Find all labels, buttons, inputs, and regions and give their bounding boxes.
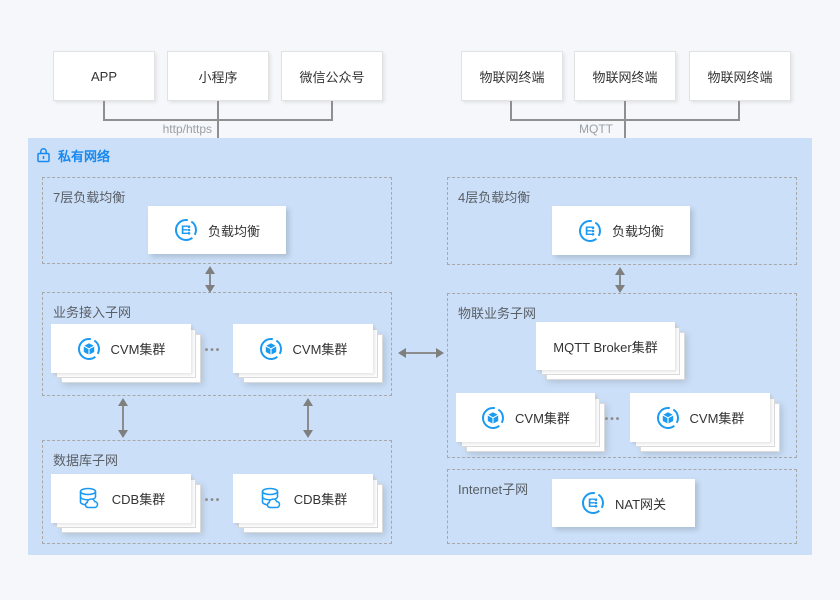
ellipsis: •••: [204, 345, 222, 356]
connector-line: [510, 101, 512, 120]
node-label: CDB集群: [111, 492, 166, 507]
node-label: 负载均衡: [611, 224, 664, 239]
connector-line: [738, 101, 740, 120]
section-title: 7层负载均衡: [53, 190, 126, 205]
double-arrow-vertical: [615, 267, 625, 293]
client-box-app: APP: [53, 51, 155, 101]
section-title: 业务接入子网: [53, 305, 132, 320]
nat-gateway-icon: E: [581, 491, 605, 515]
section-iot-subnet: 物联业务子网: [447, 293, 797, 458]
client-box-iot-terminal-2: 物联网终端: [574, 51, 676, 101]
node-label: CVM集群: [689, 411, 745, 426]
cdb-icon: [77, 486, 102, 511]
svg-text:E: E: [585, 226, 593, 238]
cvm-icon: [656, 406, 680, 430]
clb-icon: E: [578, 219, 602, 243]
vpc-label-text: 私有网络: [58, 148, 111, 164]
protocol-label-mqtt: MQTT: [579, 122, 613, 136]
node-cvm-cluster-4: CVM集群: [630, 393, 770, 442]
client-box-miniprogram: 小程序: [167, 51, 269, 101]
section-l7-lb: 7层负载均衡: [42, 177, 392, 264]
cvm-icon: [259, 337, 283, 361]
section-l4-lb: 4层负载均衡: [447, 177, 797, 265]
connector-line: [331, 101, 333, 120]
node-label: CDB集群: [293, 492, 348, 507]
double-arrow-vertical: [205, 266, 215, 293]
double-arrow-vertical: [303, 398, 313, 438]
ellipsis: •••: [604, 414, 622, 425]
node-mqtt-broker-cluster: MQTT Broker集群: [536, 322, 675, 370]
node-label: CVM集群: [110, 342, 166, 357]
section-access-subnet: 业务接入子网: [42, 292, 392, 396]
node-cvm-cluster-3: CVM集群: [456, 393, 595, 442]
cvm-icon: [77, 337, 101, 361]
cdb-icon: [259, 486, 284, 511]
vpc-label: 私有网络: [36, 146, 110, 164]
double-arrow-vertical: [118, 398, 128, 438]
double-arrow-horizontal: [398, 348, 444, 358]
section-title: Internet子网: [458, 482, 529, 497]
section-title: 4层负载均衡: [458, 190, 531, 205]
node-cvm-cluster-2: CVM集群: [233, 324, 373, 373]
node-label: 负载均衡: [207, 223, 260, 239]
node-nat-gateway: E NAT网关: [552, 479, 695, 527]
connector-line: [103, 101, 105, 120]
cvm-icon: [481, 406, 505, 430]
connector-bus: [510, 119, 740, 121]
client-box-wechat: 微信公众号: [281, 51, 383, 101]
node-label: CVM集群: [515, 411, 570, 426]
node-cdb-cluster-2: CDB集群: [233, 474, 373, 523]
node-cvm-cluster-1: CVM集群: [51, 324, 191, 373]
connector-bus: [103, 119, 333, 121]
node-label: NAT网关: [614, 496, 667, 512]
svg-text:E: E: [588, 498, 596, 510]
client-box-iot-terminal-1: 物联网终端: [461, 51, 563, 101]
node-label: CVM集群: [292, 342, 348, 357]
section-db-subnet: 数据库子网: [42, 440, 392, 544]
protocol-label-http: http/https: [162, 122, 212, 136]
ellipsis: •••: [204, 495, 222, 506]
node-clb-l7: E 负载均衡: [148, 206, 286, 254]
clb-icon: E: [174, 218, 198, 242]
connector-line: [217, 101, 219, 149]
section-title: 物联业务子网: [458, 306, 537, 321]
connector-line: [624, 101, 626, 149]
client-box-iot-terminal-3: 物联网终端: [689, 51, 791, 101]
lock-icon: [36, 147, 51, 163]
node-label: MQTT Broker集群: [553, 339, 658, 355]
section-internet-subnet: Internet子网: [447, 469, 797, 544]
svg-text:E: E: [181, 225, 189, 237]
node-clb-l4: E 负载均衡: [552, 206, 690, 255]
section-title: 数据库子网: [53, 453, 119, 468]
node-cdb-cluster-1: CDB集群: [51, 474, 191, 523]
